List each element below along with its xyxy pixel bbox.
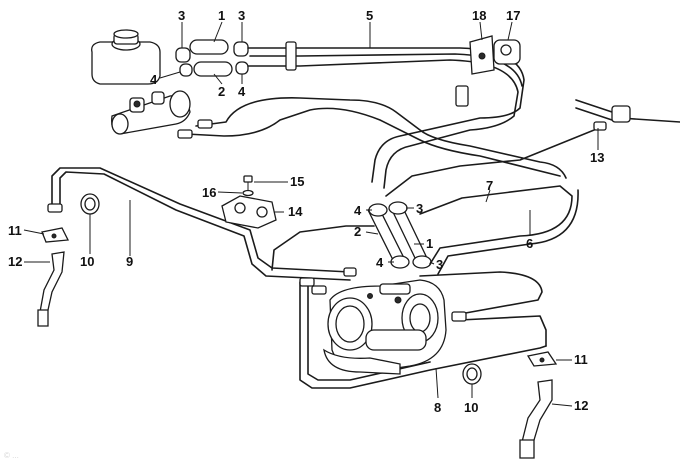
callout-3: 3	[436, 257, 443, 272]
washer-16	[242, 189, 254, 197]
callout-10: 10	[464, 400, 478, 415]
callout-2: 2	[218, 84, 225, 99]
clip-18	[469, 35, 495, 75]
bolt-15	[243, 175, 253, 192]
callout-16: 16	[202, 185, 216, 200]
callout-4: 4	[238, 84, 246, 99]
grommet-10-left	[80, 193, 100, 215]
callout-1: 1	[426, 236, 433, 251]
brake-pipe-9	[47, 167, 357, 281]
callout-14: 14	[288, 204, 303, 219]
callout-10: 10	[80, 254, 94, 269]
callout-4: 4	[150, 72, 158, 87]
brake-pipe-8	[271, 225, 547, 389]
callout-8: 8	[434, 400, 441, 415]
grommet-10-right	[462, 363, 482, 385]
watermark: © ...	[4, 451, 19, 460]
callout-numbers: 3 1 3 4 2 4 5 18 17 13 16 15 14 7 4 3 2 …	[8, 8, 604, 415]
callout-17: 17	[506, 8, 520, 23]
callout-9: 9	[126, 254, 133, 269]
brake-hose-12-left	[37, 251, 65, 327]
callout-7: 7	[486, 178, 493, 193]
brake-pipe-13	[385, 99, 680, 197]
callout-12: 12	[574, 398, 588, 413]
clamp-upper	[175, 41, 249, 77]
leader-lines	[23, 21, 599, 407]
bracket-11-right	[526, 351, 558, 367]
brake-pipe-6	[419, 185, 579, 275]
callout-1: 1	[218, 8, 225, 23]
hose-upper-1	[189, 39, 229, 55]
callout-11: 11	[574, 352, 588, 367]
callout-13: 13	[590, 150, 604, 165]
callout-4: 4	[376, 255, 384, 270]
brake-fluid-reservoir	[91, 29, 161, 85]
holder-17	[493, 39, 521, 65]
callout-3: 3	[416, 201, 423, 216]
valve-bracket-14	[221, 195, 277, 229]
hose-upper-2	[193, 61, 233, 77]
callout-15: 15	[290, 174, 304, 189]
callout-12: 12	[8, 254, 22, 269]
abs-hydraulic-unit	[323, 279, 447, 375]
bracket-11-left	[41, 227, 70, 243]
brake-line-master	[177, 97, 567, 179]
callout-18: 18	[472, 8, 486, 23]
master-cylinder	[111, 90, 191, 135]
callout-5: 5	[366, 8, 373, 23]
callout-3: 3	[178, 8, 185, 23]
brake-hose-12-right	[519, 379, 553, 459]
callout-11: 11	[8, 223, 22, 238]
callout-3: 3	[238, 8, 245, 23]
callout-2: 2	[354, 224, 361, 239]
callout-4: 4	[354, 203, 362, 218]
callout-6: 6	[526, 236, 533, 251]
brake-pipe-7	[419, 271, 547, 347]
